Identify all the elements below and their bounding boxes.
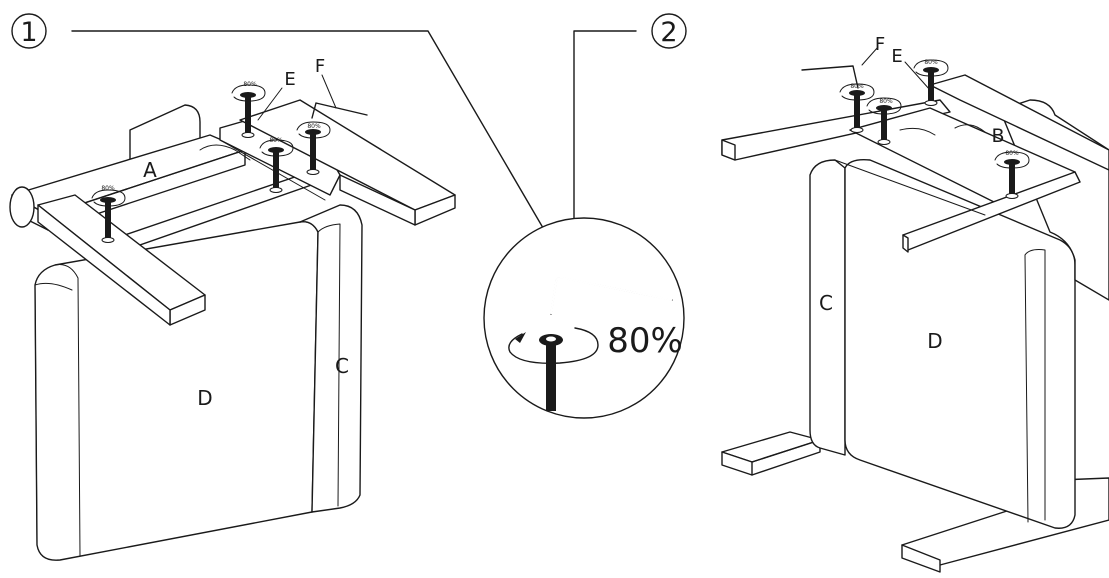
step-2-number: 2 — [660, 17, 677, 48]
torque-label: 80% — [307, 123, 321, 130]
detail-callout: 80% — [483, 217, 685, 419]
torque-label: 80% — [879, 98, 893, 105]
label-e-right: E — [891, 46, 902, 67]
torque-label: 80% — [101, 185, 115, 192]
bolt-icon: 80% — [296, 121, 331, 175]
bolt-icon: 80% — [994, 150, 1030, 199]
panel-c-left — [299, 204, 363, 513]
bolt-icon: 80% — [91, 185, 126, 243]
rotation-arrow-icon — [508, 327, 599, 364]
bolt-icon: 80% — [913, 59, 949, 106]
bolt-icon — [539, 334, 563, 411]
step-1-marker: 1 — [11, 13, 47, 49]
torque-label: 80% — [924, 59, 938, 66]
torque-label: 80% — [269, 137, 283, 144]
label-a: A — [143, 158, 157, 182]
panel-c-right — [809, 159, 846, 456]
leader-line-right — [573, 30, 637, 223]
bolt-icon: 80% — [866, 97, 902, 145]
label-c-right: C — [819, 291, 833, 315]
label-b: B — [991, 125, 1004, 147]
label-e-left: E — [284, 69, 295, 90]
leader-line-left — [71, 30, 547, 234]
left-assembly: 80% 80% 80% 80% A E F — [9, 56, 456, 561]
right-assembly: 80% 80% 80% 80% F E B — [721, 34, 1109, 573]
detail-circle — [483, 217, 685, 419]
label-d-right: D — [927, 329, 942, 353]
bolt-icon: 80% — [259, 137, 294, 193]
label-c-left: C — [335, 354, 349, 378]
step-1-number: 1 — [20, 17, 37, 48]
bolt-icon: 80% — [231, 81, 266, 138]
label-d-left: D — [197, 386, 212, 410]
panel-d-right — [844, 158, 1076, 529]
step-2-marker: 2 — [651, 13, 687, 49]
allen-key-icon — [311, 102, 368, 119]
torque-label: 80% — [1005, 150, 1019, 157]
allen-key-icon — [801, 65, 859, 89]
label-f-right: F — [875, 34, 885, 55]
torque-label: 80% — [243, 81, 257, 88]
torque-label-detail: 80% — [607, 321, 683, 361]
label-f-left: F — [315, 56, 325, 77]
